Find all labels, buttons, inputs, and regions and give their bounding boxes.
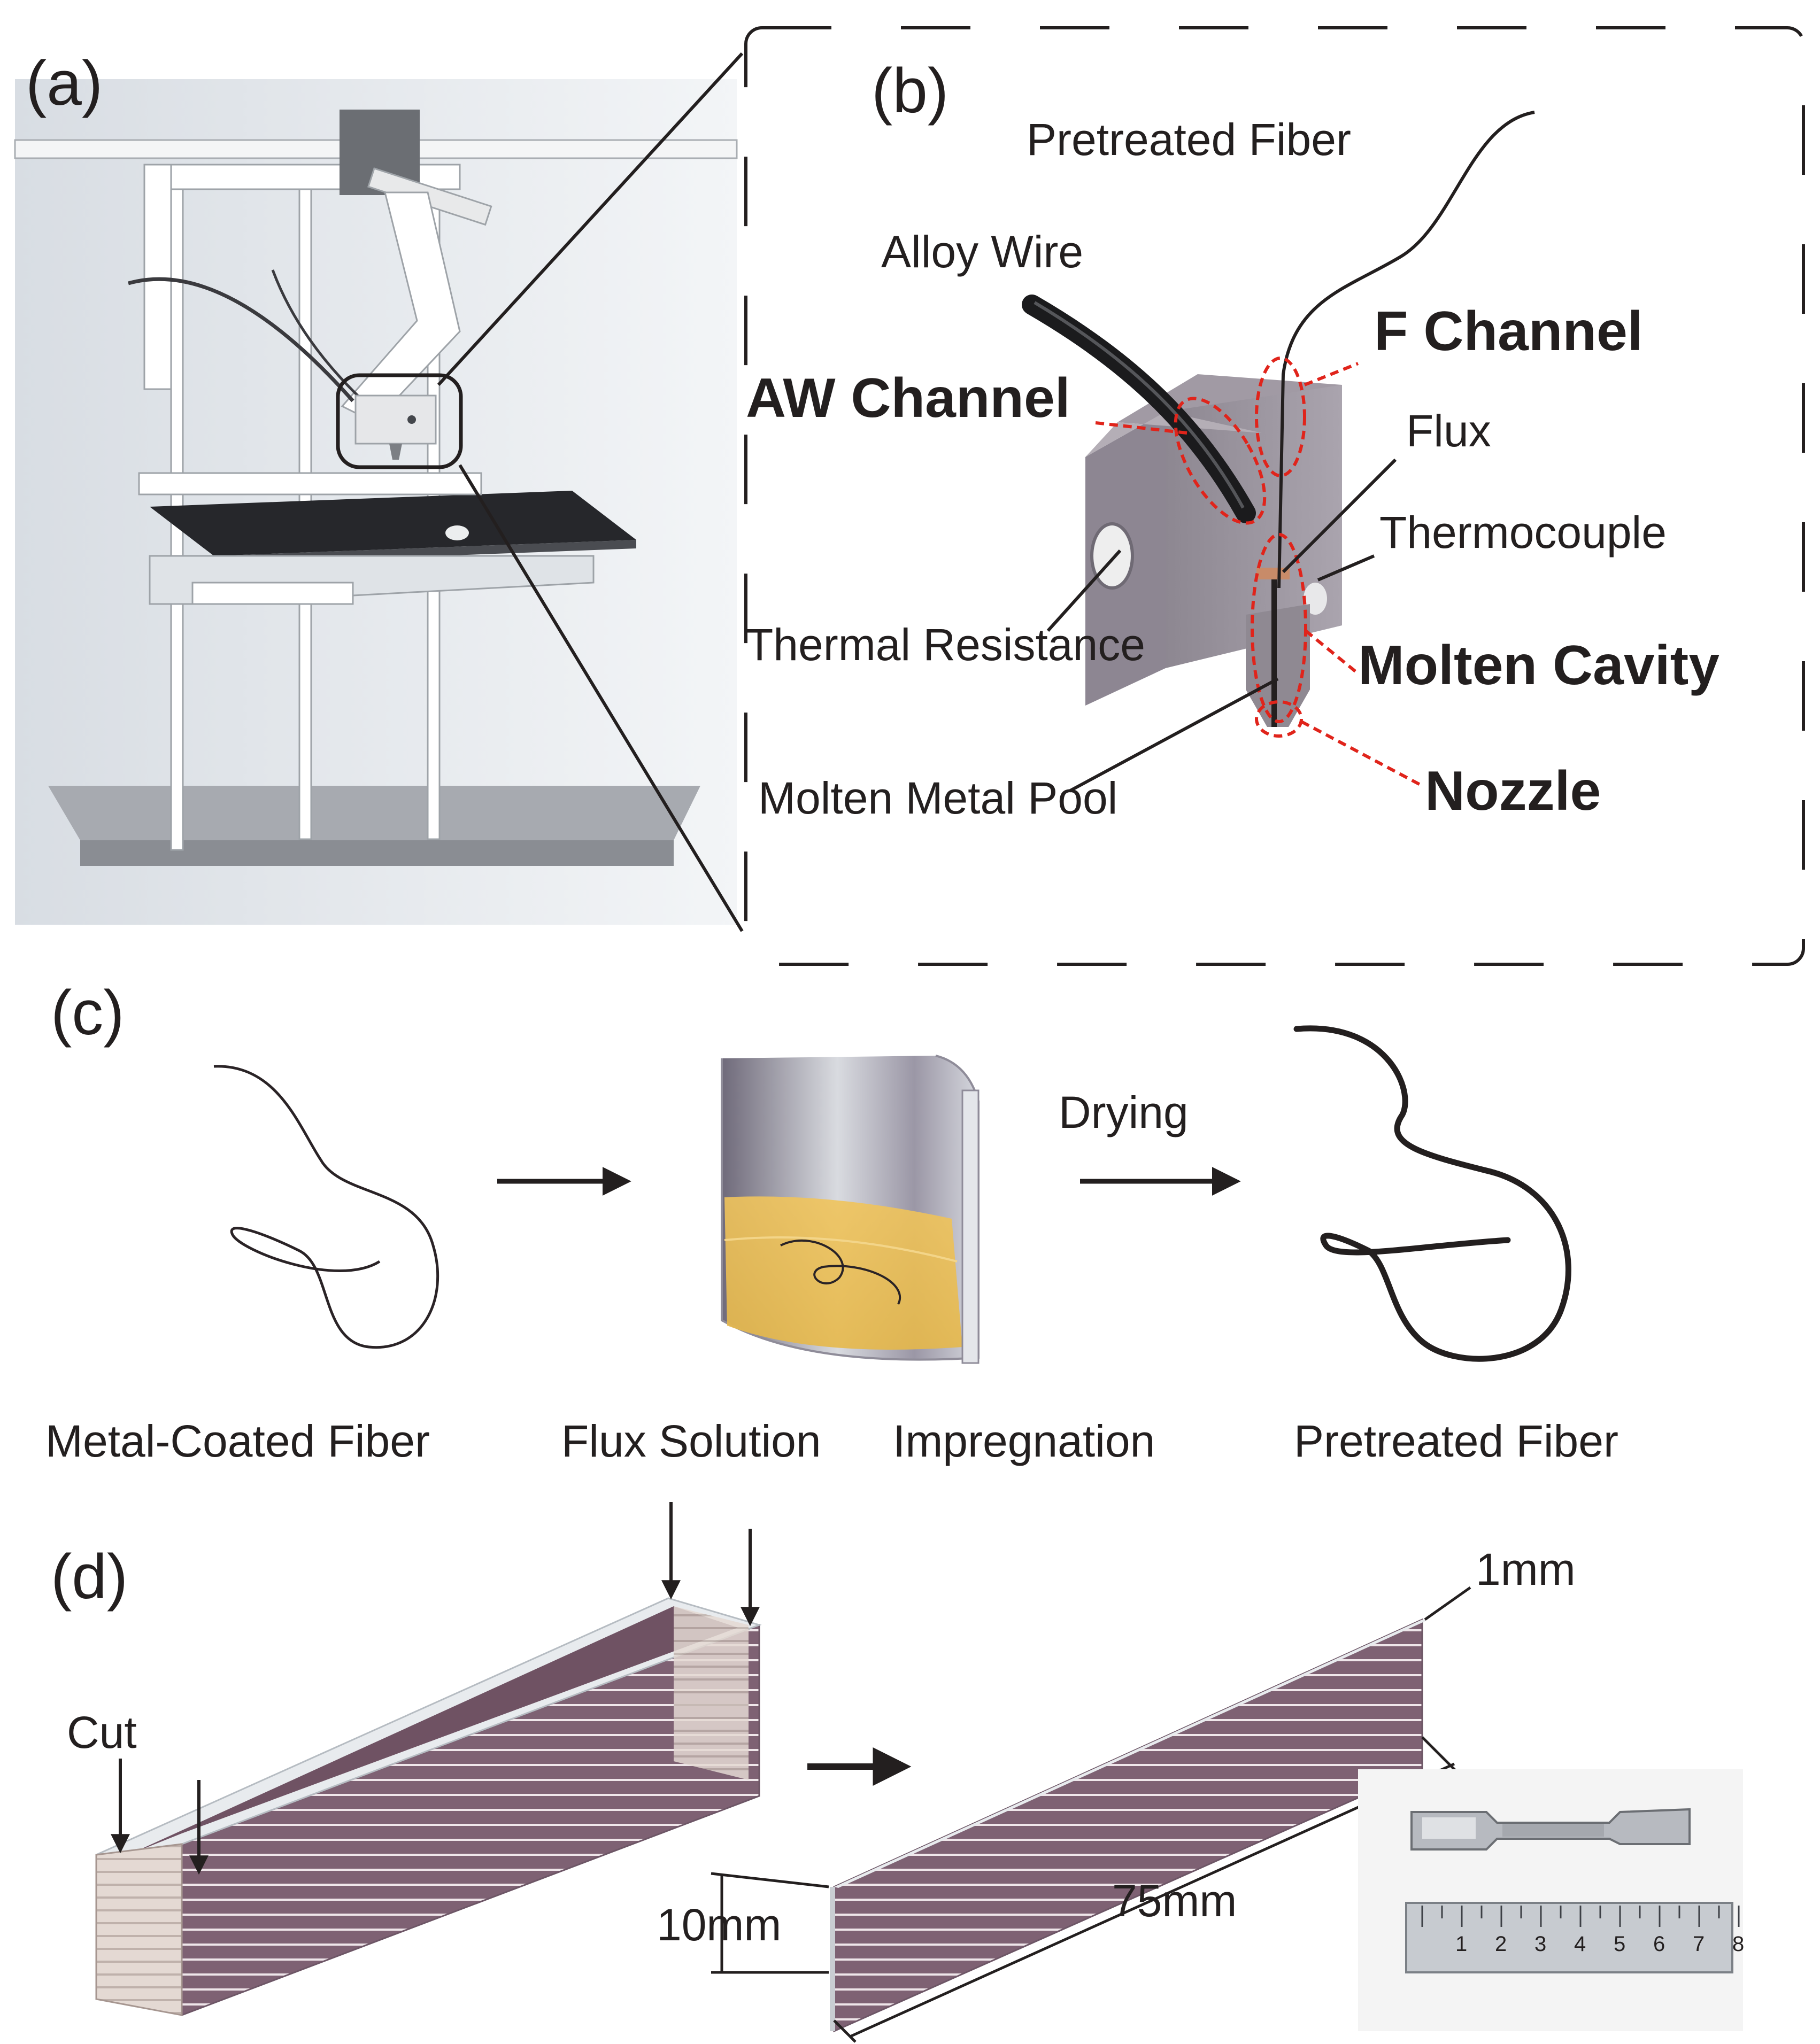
thermal-resistance-leader: [1046, 549, 1122, 632]
cable: [128, 277, 354, 402]
panel-c-label: (c): [51, 978, 125, 1048]
printed-box-end-face: [95, 1843, 183, 2016]
panel-a-label: (a): [26, 48, 103, 119]
molten-pool-leader: [1068, 677, 1279, 793]
label-pretreated-fiber-b: Pretreated Fiber: [1027, 114, 1351, 165]
print-head: [354, 394, 437, 445]
panel-b: (b) Pretreated Fiber Alloy Wire F: [744, 26, 1805, 966]
ruler-number: 5: [1614, 1932, 1625, 1956]
panel-b-label: (b): [872, 56, 948, 126]
cut-specimen-slab: [830, 1618, 1426, 2033]
label-impregnation: Impregnation: [893, 1416, 1155, 1466]
ruler-number: 8: [1732, 1932, 1744, 1956]
printer-base-plate: [48, 786, 700, 840]
steel-ruler: [1405, 1902, 1733, 1973]
ruler-number: 2: [1495, 1932, 1507, 1956]
ruler-number: 3: [1534, 1932, 1546, 1956]
printed-box-long-face: [181, 1623, 760, 2017]
f-channel-callout: [1255, 357, 1306, 477]
cable: [271, 269, 370, 407]
slab-end-edge: [830, 1887, 835, 2031]
label-thermocouple: Thermocouple: [1379, 507, 1667, 558]
label-drying: Drying: [1059, 1087, 1189, 1137]
specimen-photo: 1 2 3 4 5 6 7 8: [1358, 1769, 1744, 2031]
label-flux-solution: Flux Solution: [561, 1416, 821, 1466]
label-thickness: 1mm: [1476, 1544, 1576, 1594]
label-metal-coated-fiber: Metal-Coated Fiber: [45, 1416, 430, 1466]
metal-coated-fiber-icon: [213, 1065, 439, 1349]
ruler-number: 7: [1693, 1932, 1705, 1956]
panel-b-frame: [744, 26, 1805, 966]
label-height: 10mm: [657, 1900, 781, 1950]
pretreated-fiber-line: [1277, 111, 1535, 589]
label-alloy-wire: Alloy Wire: [881, 227, 1083, 277]
label-molten-metal-pool: Molten Metal Pool: [758, 773, 1117, 823]
label-f-channel: F Channel: [1374, 300, 1643, 362]
molten-cavity-callout: [1251, 533, 1307, 723]
label-aw-channel: AW Channel: [746, 367, 1070, 429]
flux-solution-beaker: [721, 1055, 980, 1364]
zoom-callout-frame: [336, 373, 463, 469]
label-molten-cavity: Molten Cavity: [1358, 634, 1719, 696]
nozzle-callout: [1255, 700, 1303, 738]
ruler-number: 4: [1574, 1932, 1586, 1956]
flux-layer: [1256, 568, 1290, 579]
pretreated-fiber-icon: [1293, 1025, 1571, 1362]
zoom-line-top: [437, 52, 744, 386]
dim-1mm-leader: [1424, 1586, 1471, 1621]
nozzle-body: [1246, 604, 1310, 727]
zoom-line-bottom: [458, 464, 744, 932]
panel-d-label: (d): [51, 1542, 128, 1612]
label-length: 75mm: [1112, 1876, 1237, 1926]
slab-face: [833, 1618, 1423, 2033]
panel-c: (c) Drying Metal-Coated Fiber Flux Solut…: [45, 978, 1618, 1466]
flux-leader: [1282, 458, 1397, 574]
thermal-resistance-hole: [1090, 522, 1134, 590]
thermocouple-leader: [1317, 554, 1375, 582]
label-nozzle: Nozzle: [1425, 760, 1601, 822]
ruler-number: 1: [1455, 1932, 1467, 1956]
panel-d: (d) Cut 1mm 10mm: [51, 1502, 1744, 2043]
dim-75mm-line: [849, 1762, 1455, 2038]
label-pretreated-fiber-c: Pretreated Fiber: [1294, 1416, 1618, 1466]
label-thermal-resistance: Thermal Resistance: [746, 620, 1145, 670]
print-bed: [150, 491, 636, 556]
ruler-number: 6: [1653, 1932, 1665, 1956]
label-flux: Flux: [1406, 406, 1491, 456]
printed-box: [95, 1597, 762, 2017]
ruler-ticks: 1 2 3 4 5 6 7 8: [1421, 1906, 1744, 1956]
label-cut: Cut: [67, 1707, 137, 1757]
panel-a: (a): [14, 48, 744, 932]
